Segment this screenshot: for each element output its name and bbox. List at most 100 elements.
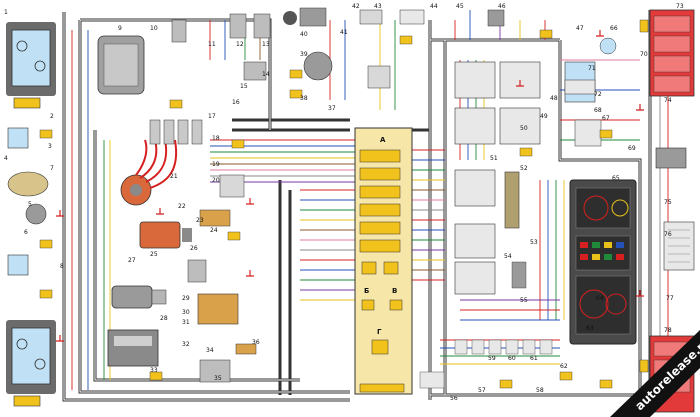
rear-window-heater [663, 221, 695, 271]
block-label-a: А [380, 136, 386, 144]
component-number-60: 60 [508, 355, 516, 362]
component-number-26: 26 [190, 245, 198, 252]
component-number-16: 16 [232, 99, 240, 106]
component-number-67: 67 [602, 115, 610, 122]
alternator [97, 35, 145, 95]
component-number-27: 27 [128, 257, 136, 264]
component-number-6: 6 [24, 229, 28, 236]
component-number-32: 32 [182, 341, 190, 348]
side-marker-lamps [7, 127, 49, 276]
component-number-24: 24 [210, 227, 218, 234]
component-number-5: 5 [28, 201, 32, 208]
component-number-41: 41 [340, 29, 348, 36]
component-number-73: 73 [676, 3, 684, 10]
component-number-45: 45 [456, 3, 464, 10]
component-number-55: 55 [520, 297, 528, 304]
component-number-44: 44 [430, 3, 438, 10]
headlamp-left-top [6, 22, 56, 109]
component-number-65: 65 [612, 175, 620, 182]
component-number-58: 58 [536, 387, 544, 394]
component-number-12: 12 [236, 41, 244, 48]
component-number-28: 28 [160, 315, 168, 322]
component-number-10: 10 [150, 25, 158, 32]
component-number-7: 7 [50, 165, 54, 172]
component-number-62: 62 [560, 363, 568, 370]
component-number-18: 18 [212, 135, 220, 142]
component-number-2: 2 [50, 113, 54, 120]
block-label-g: Г [377, 328, 382, 336]
component-number-53: 53 [530, 239, 538, 246]
component-number-49: 49 [540, 113, 548, 120]
component-number-11: 11 [208, 41, 216, 48]
component-number-1: 1 [4, 9, 8, 16]
component-number-9: 9 [118, 25, 122, 32]
component-number-69: 69 [628, 145, 636, 152]
component-number-66: 66 [610, 25, 618, 32]
component-number-4: 4 [4, 155, 8, 162]
component-number-63: 63 [586, 325, 594, 332]
yellow-connectors [39, 19, 649, 389]
component-number-39: 39 [300, 51, 308, 58]
instrument-cluster [569, 179, 637, 345]
component-number-36: 36 [252, 339, 260, 346]
component-number-71: 71 [588, 65, 596, 72]
bottom-switches [419, 261, 553, 389]
component-number-37: 37 [328, 105, 336, 112]
component-number-46: 46 [498, 3, 506, 10]
component-number-19: 19 [212, 161, 220, 168]
component-number-77: 77 [666, 295, 674, 302]
component-number-22: 22 [178, 203, 186, 210]
component-number-30: 30 [182, 309, 190, 316]
component-number-61: 61 [530, 355, 538, 362]
component-number-14: 14 [262, 71, 270, 78]
ground-points [56, 30, 644, 342]
component-number-74: 74 [664, 97, 672, 104]
component-number-40: 40 [300, 31, 308, 38]
component-number-59: 59 [488, 355, 496, 362]
component-number-70: 70 [640, 51, 648, 58]
component-number-20: 20 [212, 177, 220, 184]
component-number-48: 48 [550, 95, 558, 102]
component-number-72: 72 [594, 91, 602, 98]
component-number-78: 78 [664, 327, 672, 334]
component-number-34: 34 [206, 347, 214, 354]
component-number-38: 38 [300, 95, 308, 102]
block-label-v: В [392, 287, 397, 295]
spark-plugs [149, 119, 203, 145]
starter-motor [111, 285, 167, 309]
component-number-42: 42 [352, 3, 360, 10]
component-number-51: 51 [490, 155, 498, 162]
component-number-54: 54 [504, 253, 512, 260]
component-number-25: 25 [150, 251, 158, 258]
component-number-21: 21 [170, 173, 178, 180]
component-number-8: 8 [60, 263, 64, 270]
relay-group [359, 9, 617, 295]
component-number-29: 29 [182, 295, 190, 302]
block-label-b: Б [364, 287, 369, 295]
component-number-43: 43 [374, 3, 382, 10]
battery [107, 329, 159, 367]
mounting-block [354, 127, 413, 395]
component-number-33: 33 [150, 367, 158, 374]
component-number-3: 3 [48, 143, 52, 150]
component-number-47: 47 [576, 25, 584, 32]
ignition-coil [139, 221, 192, 249]
component-number-57: 57 [478, 387, 486, 394]
component-number-35: 35 [214, 375, 222, 382]
component-number-56: 56 [450, 395, 458, 402]
component-number-50: 50 [520, 125, 528, 132]
component-number-15: 15 [240, 83, 248, 90]
component-number-76: 76 [664, 231, 672, 238]
engine-bay-components [171, 7, 391, 383]
rear-wiper-motor [655, 147, 687, 169]
component-number-68: 68 [594, 107, 602, 114]
component-number-31: 31 [182, 319, 190, 326]
component-number-13: 13 [262, 41, 270, 48]
component-number-52: 52 [520, 165, 528, 172]
component-number-75: 75 [664, 199, 672, 206]
component-number-64: 64 [596, 295, 604, 302]
rear-lamp-top [649, 9, 695, 97]
